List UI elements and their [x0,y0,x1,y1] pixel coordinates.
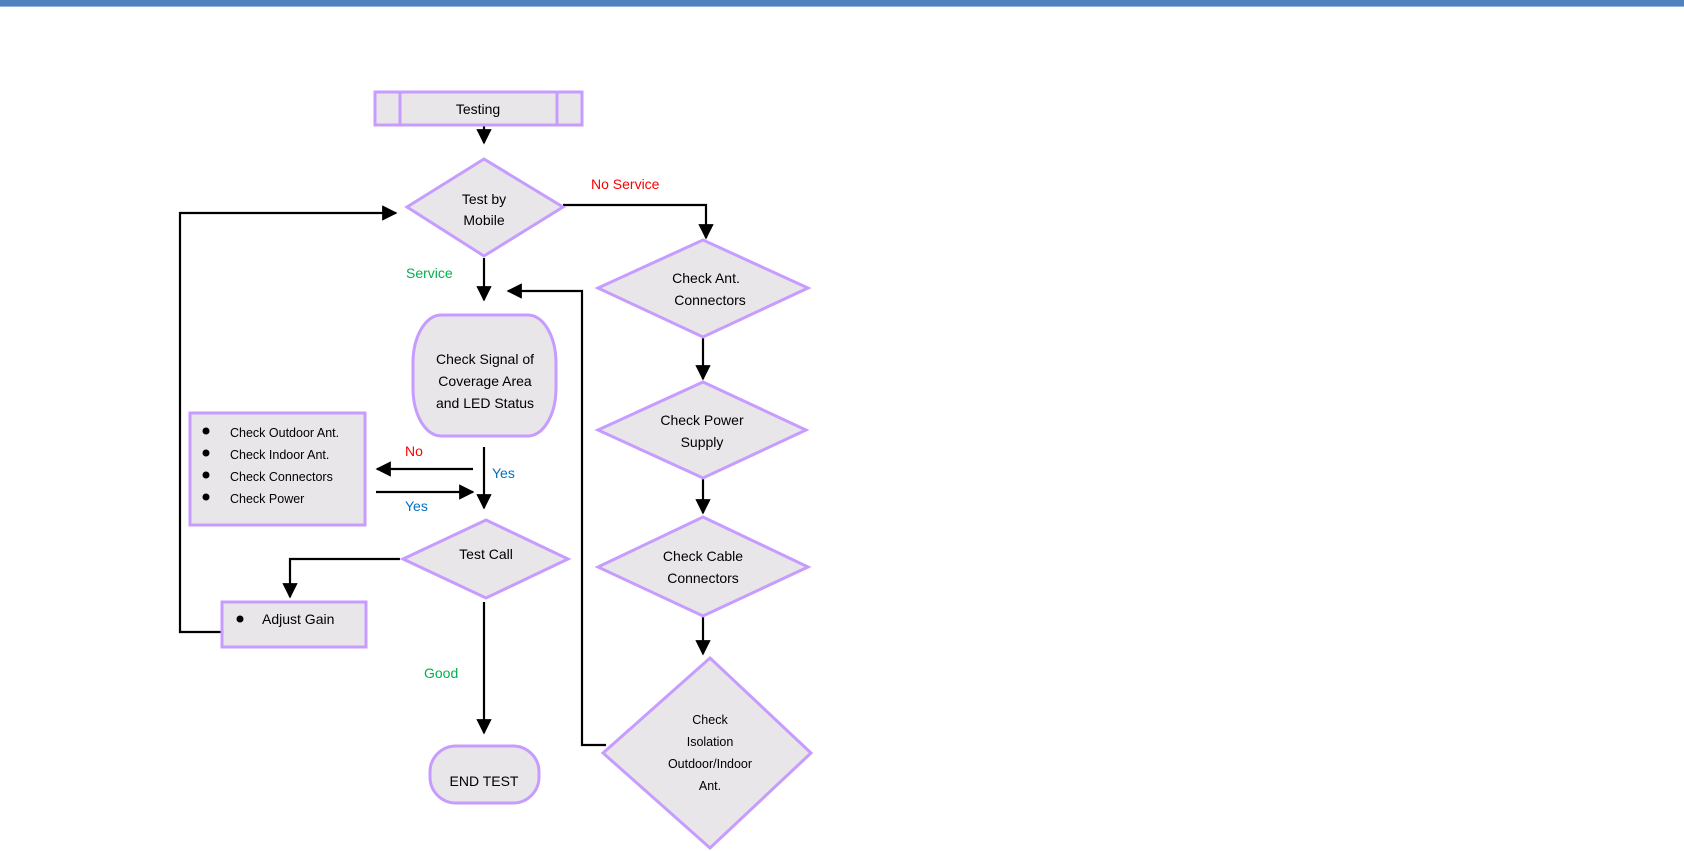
adjust-gain-label: Adjust Gain [262,611,334,627]
bullet-icon [203,494,210,501]
test-mobile-label-1: Test by [462,191,506,207]
check-signal-label-3: and LED Status [436,395,534,411]
bullet-icon [203,472,210,479]
check-cable-label-2: Connectors [667,570,739,586]
test-call-label: Test Call [459,546,513,562]
node-check-isolation: Check Isolation Outdoor/Indoor Ant. [603,658,811,848]
check-signal-label-2: Coverage Area [438,373,532,389]
node-check-power: Check Power Supply [598,382,806,478]
arrow-test-call-to-adjust-gain [290,559,400,597]
check-signal-label-1: Check Signal of [436,351,534,367]
test-mobile-label-2: Mobile [463,212,504,228]
node-check-cable: Check Cable Connectors [598,517,808,616]
node-checklist: Check Outdoor Ant. Check Indoor Ant. Che… [190,413,365,525]
checklist-item-3: Check Connectors [230,470,333,484]
node-testing: Testing [375,92,582,125]
node-check-ant: Check Ant. Connectors [598,240,808,337]
node-test-call: Test Call [403,520,568,598]
check-isolation-label-1: Check [692,713,728,727]
arrow-no-service [563,205,706,238]
check-isolation-label-2: Isolation [687,735,734,749]
edge-label-service: Service [406,265,453,281]
node-check-signal: Check Signal of Coverage Area and LED St… [413,315,556,436]
check-ant-label-1: Check Ant. [672,270,740,286]
edge-label-yes-down: Yes [492,465,515,481]
bullet-icon [237,616,244,623]
node-adjust-gain: Adjust Gain [222,602,366,647]
checklist-item-2: Check Indoor Ant. [230,448,329,462]
check-cable-label-1: Check Cable [663,548,743,564]
checklist-item-1: Check Outdoor Ant. [230,426,339,440]
checklist-item-4: Check Power [230,492,304,506]
edge-label-no-service: No Service [591,176,660,192]
bullet-icon [203,450,210,457]
node-end-test: END TEST [430,746,539,803]
edge-label-good: Good [424,665,458,681]
check-isolation-label-4: Ant. [699,779,721,793]
node-test-mobile: Test by Mobile [407,159,563,256]
end-test-label: END TEST [450,773,519,789]
check-ant-label-2: Connectors [674,292,746,308]
check-isolation-label-3: Outdoor/Indoor [668,757,752,771]
edge-label-no: No [405,443,423,459]
check-power-label-2: Supply [681,434,724,450]
bullet-icon [203,428,210,435]
check-power-label-1: Check Power [660,412,744,428]
edge-label-yes-back: Yes [405,498,428,514]
testing-label: Testing [456,101,500,117]
